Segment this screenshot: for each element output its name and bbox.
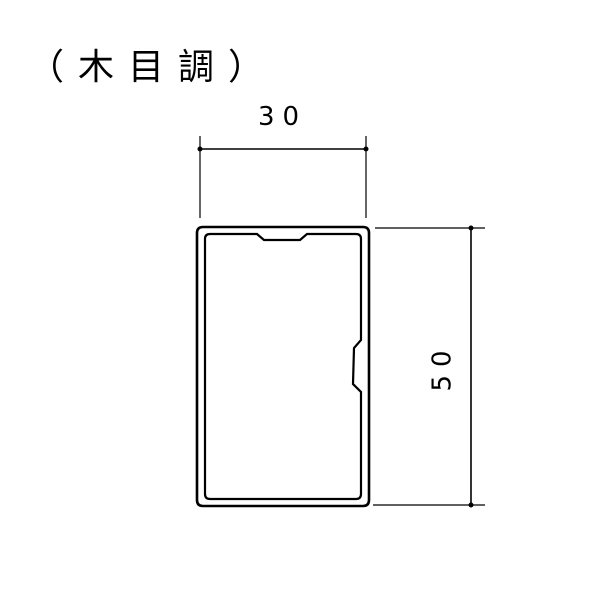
inner-profile: [203, 232, 363, 501]
drawing-title: （木目調）: [28, 47, 279, 88]
width-dimension: [197, 136, 369, 218]
width-dimension-label: 30: [258, 102, 308, 132]
outer-profile: [195, 225, 371, 508]
height-dimension: [373, 225, 485, 508]
